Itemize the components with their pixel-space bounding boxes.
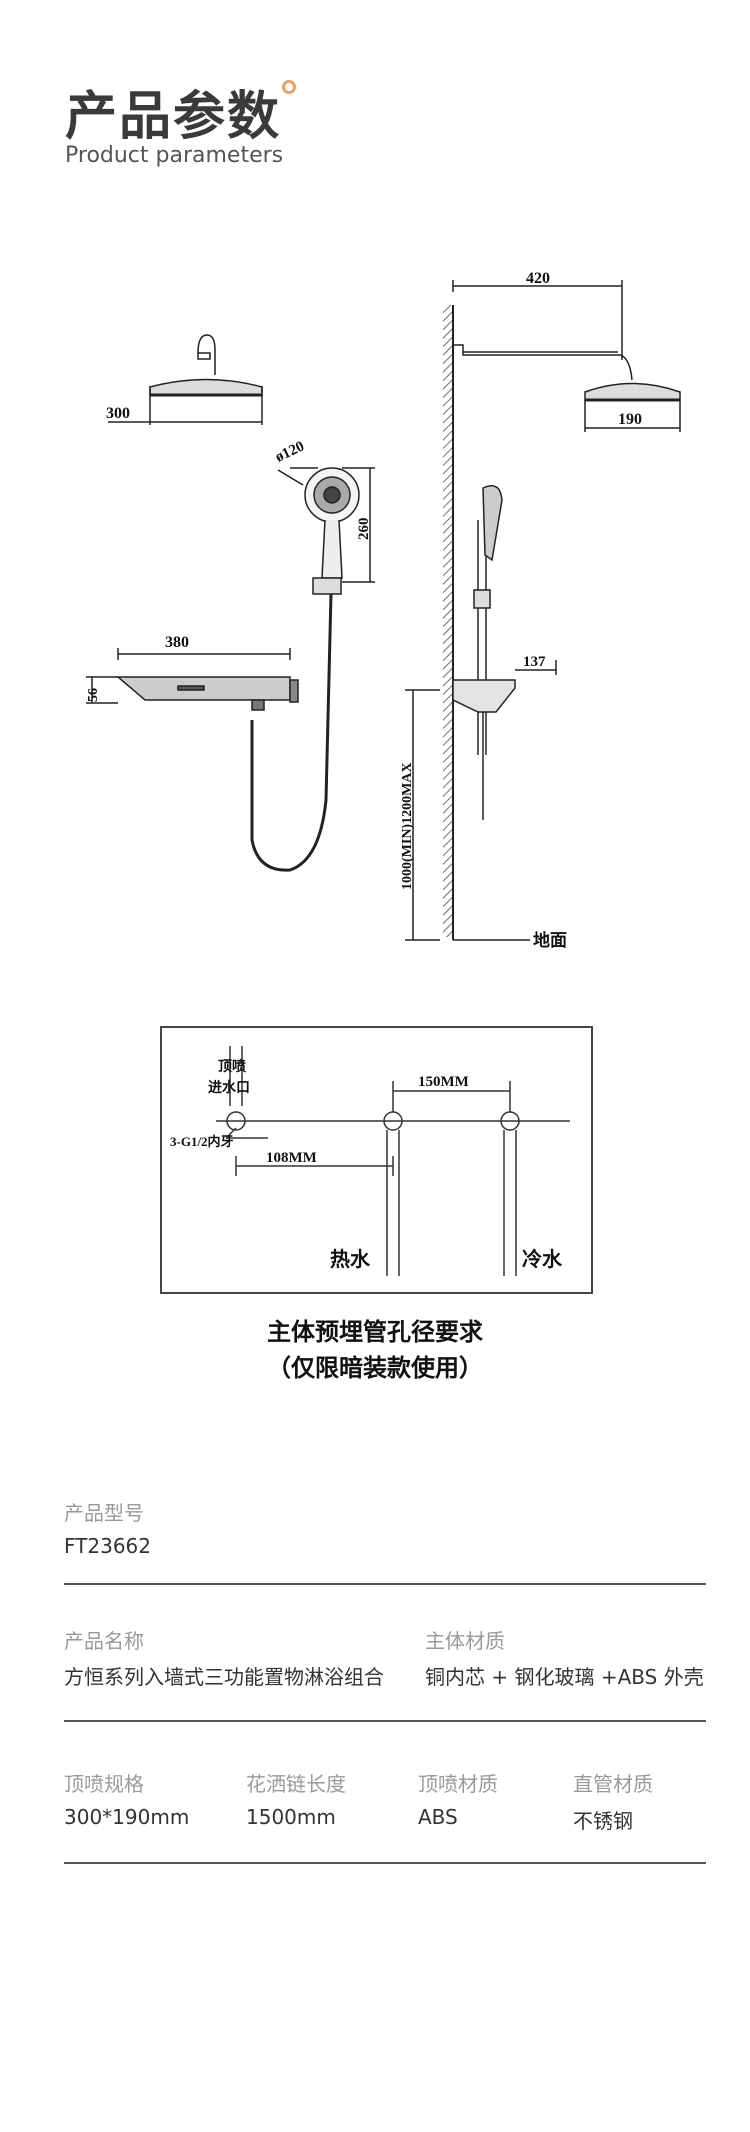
- page-title: 产品参数: [65, 87, 282, 147]
- dim-56: 56: [86, 688, 101, 702]
- top-spec-value: 300*190mm: [64, 1805, 190, 1829]
- side-shower-arm-icon: [453, 344, 681, 402]
- top-inlet-label-1: 顶喷: [218, 1058, 246, 1075]
- divider: [64, 1720, 706, 1722]
- material-label: 主体材质: [425, 1629, 505, 1653]
- thread-label: 3-G1/2内牙: [170, 1134, 234, 1149]
- shelf-body-icon: [115, 648, 299, 711]
- model-label: 产品型号: [64, 1501, 144, 1525]
- name-value: 方恒系列入墙式三功能置物淋浴组合: [64, 1665, 384, 1689]
- dim-190: 190: [618, 411, 642, 428]
- pipe-diagram: 顶喷 进水口 3-G1/2内牙 150MM 108MM 热水 冷水: [160, 1026, 593, 1294]
- dimension-drawing: 300 ø120 260 380 56 420 190 137 1000(MIN…: [86, 270, 681, 951]
- floor-label: 地面: [533, 930, 567, 951]
- hand-shower-icon: [277, 467, 360, 595]
- top-spec-label: 顶喷规格: [64, 1772, 144, 1796]
- top-shower-head-icon: [149, 334, 263, 425]
- model-value: FT23662: [64, 1534, 151, 1558]
- hose-label: 花洒链长度: [246, 1772, 346, 1796]
- pipe-caption-line2: （仅限暗装款使用）: [267, 1354, 483, 1382]
- dim-height: 1000(MIN)1200MAX: [400, 762, 415, 890]
- top-material-label: 顶喷材质: [418, 1772, 498, 1796]
- dim-260: 260: [356, 518, 372, 541]
- material-value: 铜内芯 + 钢化玻璃 +ABS 外壳: [425, 1665, 704, 1689]
- hose-value: 1500mm: [246, 1805, 336, 1829]
- divider: [64, 1862, 706, 1864]
- pipe-caption-line1: 主体预埋管孔径要求: [267, 1318, 483, 1346]
- dim-420: 420: [526, 270, 550, 287]
- divider: [64, 1583, 706, 1585]
- side-riser-icon: [452, 485, 516, 820]
- dim-120: ø120: [273, 438, 307, 465]
- accent-circle-icon: [282, 80, 296, 94]
- spacing-108: 108MM: [266, 1150, 317, 1166]
- page-subtitle: Product parameters: [65, 143, 284, 168]
- dim-380: 380: [165, 634, 189, 651]
- pipe-material-label: 直管材质: [573, 1772, 653, 1796]
- top-material-value: ABS: [418, 1805, 458, 1829]
- top-inlet-label-2: 进水口: [208, 1079, 250, 1096]
- pipe-material-value: 不锈钢: [573, 1809, 633, 1833]
- name-label: 产品名称: [64, 1629, 144, 1653]
- spacing-150: 150MM: [418, 1074, 469, 1090]
- hose-icon: [250, 593, 333, 872]
- cold-water-label: 冷水: [522, 1247, 563, 1271]
- dim-137: 137: [523, 654, 546, 670]
- dim-300: 300: [106, 405, 130, 422]
- hot-water-label: 热水: [330, 1248, 371, 1271]
